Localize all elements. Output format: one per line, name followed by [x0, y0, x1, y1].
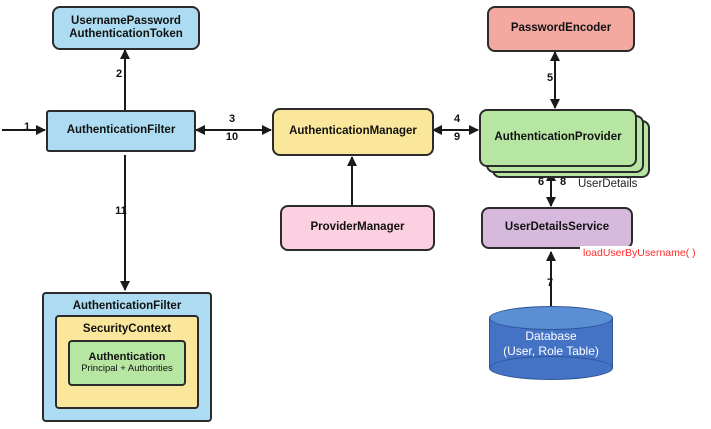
authentication-manager-label: AuthenticationManager	[289, 125, 417, 138]
node-provider-manager[interactable]: ProviderManager	[280, 205, 435, 251]
authentication-filter-label: AuthenticationFilter	[66, 124, 176, 137]
node-authentication-filter[interactable]: AuthenticationFilter	[46, 110, 196, 152]
provider-manager-label: ProviderManager	[310, 221, 405, 234]
node-authentication-provider[interactable]: AuthenticationProvider	[479, 109, 637, 167]
edge-label-1: 1	[23, 121, 31, 133]
node-user-details-service[interactable]: UserDetailsService	[481, 207, 633, 249]
edge-label-2: 2	[115, 68, 123, 80]
edge-label-9: 9	[453, 131, 461, 143]
label-user-details: UserDetails	[578, 178, 638, 190]
token-label-line1: UsernamePassword	[71, 14, 181, 27]
authentication-filter-bottom-label: AuthenticationFilter	[72, 300, 182, 312]
node-usernamepassword-authentication-token[interactable]: UsernamePassword AuthenticationToken	[52, 6, 200, 50]
authentication-label: Authentication	[88, 351, 166, 364]
authentication-provider-label: AuthenticationProvider	[494, 131, 622, 144]
edge-label-7: 7	[546, 277, 554, 289]
edge-label-6: 6	[537, 176, 545, 188]
node-password-encoder[interactable]: PasswordEncoder	[487, 6, 635, 52]
database-label-line2: (User, Role Table)	[503, 344, 599, 358]
edge-label-10: 10	[225, 131, 239, 143]
callout-load-user-by-username: loadUserByUsername( )	[580, 246, 699, 260]
node-authentication[interactable]: Authentication Principal + Authorities	[68, 340, 186, 386]
user-details-service-label: UserDetailsService	[504, 221, 610, 234]
edge-label-8: 8	[559, 176, 567, 188]
token-label-line2: AuthenticationToken	[69, 28, 183, 40]
node-database[interactable]: Database (User, Role Table)	[489, 320, 613, 368]
authentication-sublabel: Principal + Authorities	[81, 362, 173, 374]
edge-label-5: 5	[546, 72, 554, 84]
edge-label-4: 4	[453, 113, 461, 125]
edge-label-11: 11	[115, 205, 127, 217]
security-context-label: SecurityContext	[82, 323, 172, 335]
password-encoder-label: PasswordEncoder	[510, 22, 612, 35]
database-label-line1: Database	[525, 329, 577, 343]
database-cylinder-bottom	[489, 356, 613, 380]
database-cylinder-top	[489, 306, 613, 330]
edge-label-3: 3	[228, 113, 236, 125]
node-authentication-manager[interactable]: AuthenticationManager	[272, 108, 434, 156]
